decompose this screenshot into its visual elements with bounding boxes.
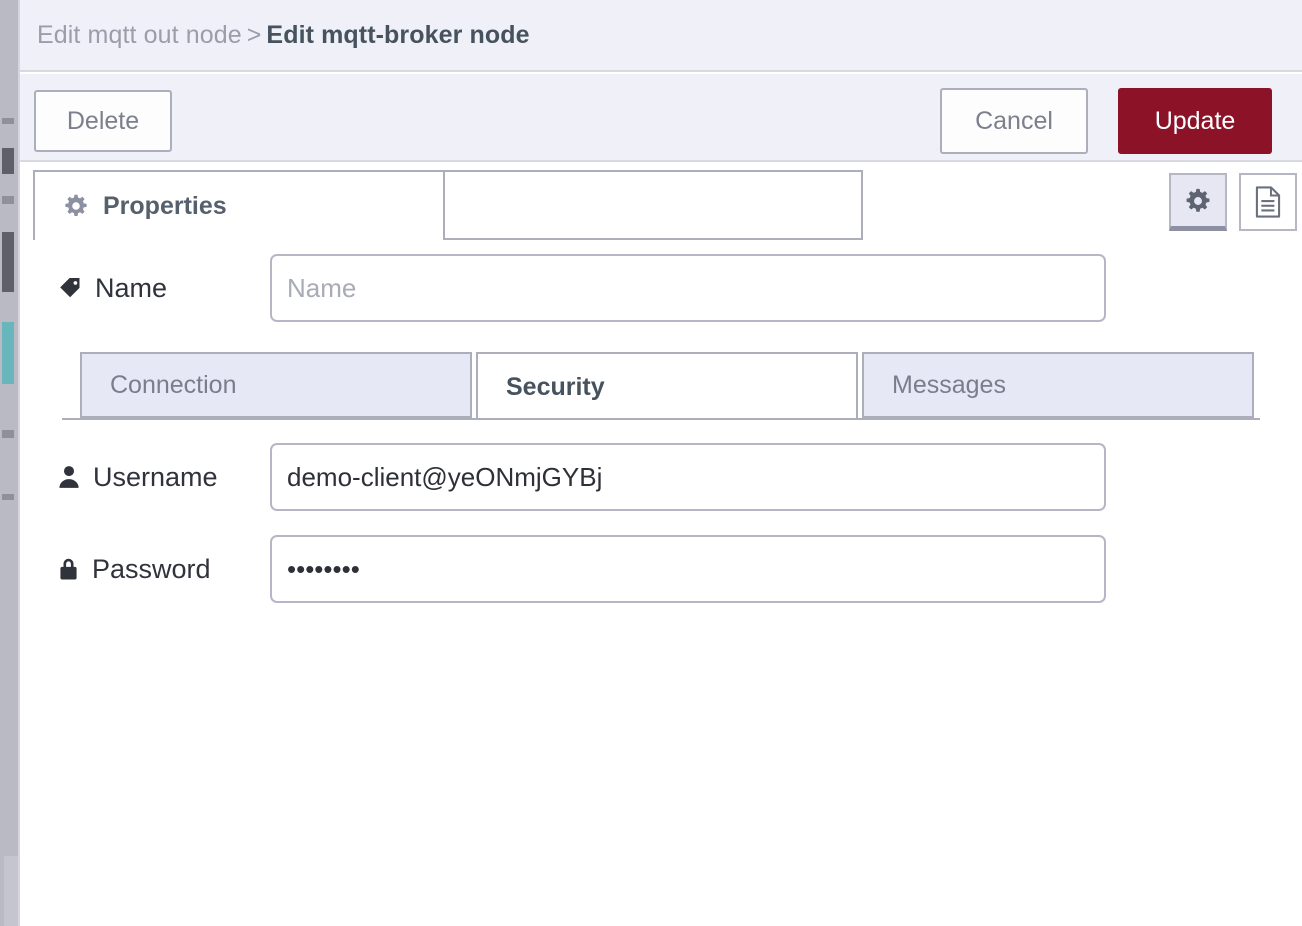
inner-tabs: Connection Security Messages [62,352,1302,420]
breadcrumb-separator: > [246,21,262,49]
delete-button[interactable]: Delete [34,90,172,152]
lock-icon [58,557,79,581]
tab-properties-label: Properties [103,191,227,220]
tag-icon [58,276,82,300]
cancel-button[interactable]: Cancel [940,88,1088,154]
dialog-header: Edit mqtt out node>Edit mqtt-broker node [20,0,1302,72]
update-button[interactable]: Update [1118,88,1272,154]
gear-icon [1184,187,1212,215]
breadcrumb-parent[interactable]: Edit mqtt out node [37,21,242,49]
breadcrumb: Edit mqtt out node>Edit mqtt-broker node [37,21,530,50]
username-row: Username [20,443,1302,511]
name-label: Name [58,254,167,322]
background-editor-strip [0,0,18,926]
username-label: Username [58,443,218,511]
username-input[interactable] [270,443,1106,511]
dialog-toolbar: Delete Cancel Update [20,74,1302,162]
password-label: Password [58,535,211,603]
gear-icon [63,193,89,219]
breadcrumb-current: Edit mqtt-broker node [266,21,530,49]
password-input[interactable] [270,535,1106,603]
document-icon [1253,186,1283,218]
dialog-panel: Edit mqtt out node>Edit mqtt-broker node… [18,0,1302,926]
dialog-tabbar: Properties [20,164,1302,240]
user-icon [58,465,80,489]
name-input[interactable] [270,254,1106,322]
settings-panel-button[interactable] [1169,173,1227,231]
inner-tabs-underline [62,418,1260,420]
inner-tab-connection[interactable]: Connection [80,352,472,418]
properties-panel: Name Connection Security Messages [20,240,1302,926]
inner-tab-messages[interactable]: Messages [862,352,1254,418]
name-label-text: Name [95,272,168,303]
username-label-text: Username [93,461,218,492]
password-row: Password [20,535,1302,603]
inner-tab-security[interactable]: Security [476,352,858,420]
password-label-text: Password [92,553,211,584]
tab-properties[interactable]: Properties [33,170,445,240]
tabbar-filler [431,170,863,240]
name-row: Name [20,254,1302,322]
description-panel-button[interactable] [1239,173,1297,231]
